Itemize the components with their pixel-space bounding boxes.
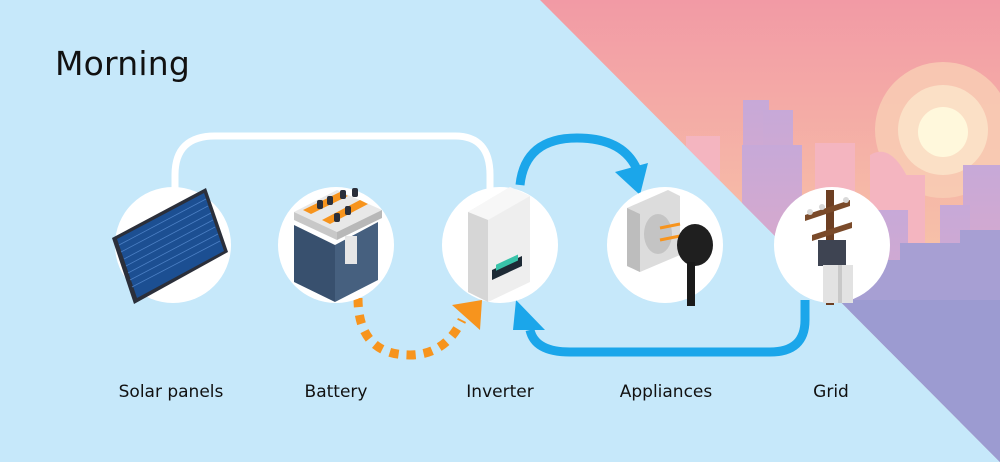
utility-pole-icon	[805, 190, 853, 305]
blue-arrowhead-icon	[615, 163, 648, 195]
sun-icon	[875, 62, 1000, 198]
node-label-inverter: Inverter	[466, 382, 534, 402]
node-label-grid: Grid	[813, 382, 849, 402]
flow-grid-to-inverter	[525, 300, 810, 357]
battery-icon	[294, 188, 382, 302]
flow-inverter-to-appliances	[515, 133, 643, 186]
power-plug-icon	[627, 190, 713, 306]
blue-arrowhead-icon	[513, 300, 545, 330]
node-label-appliances: Appliances	[619, 382, 713, 402]
node-label-solar: Solar panels	[118, 382, 224, 402]
flow-battery-to-inverter	[353, 297, 467, 360]
city-ground	[840, 300, 1000, 462]
node-label-battery: Battery	[304, 382, 368, 402]
page-title: Morning	[55, 44, 190, 83]
inverter-icon	[468, 187, 530, 302]
flow-solar-to-inverter	[171, 132, 494, 215]
orange-arrowhead-icon	[452, 300, 482, 330]
solar-panel-icon	[112, 188, 228, 304]
